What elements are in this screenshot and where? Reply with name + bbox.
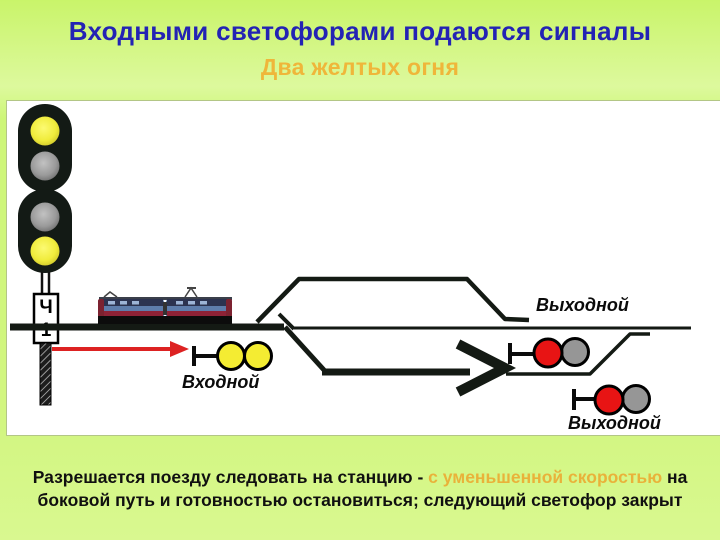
caption: Разрешается поезду следовать на станцию … <box>10 466 710 512</box>
page-subtitle: Два желтых огня <box>260 54 460 80</box>
caption-line2: боковой путь и готовностью остановиться;… <box>37 490 683 510</box>
page-title: Входными светофорами подаются сигналы <box>68 16 652 46</box>
exit-signal-side-label: Выходной <box>568 413 661 433</box>
caption-text-start: Разрешается поезду следовать на станцию … <box>32 467 429 487</box>
caption-highlight: с уменьшенной скоростью <box>428 467 663 487</box>
exit-signal-main-label: Выходной <box>536 295 629 315</box>
slide-header: Входными светофорами подаются сигналы Дв… <box>0 0 720 100</box>
diagram-panel <box>6 100 720 436</box>
entry-signal-label: Входной <box>182 372 260 392</box>
caption-text-end: на <box>662 467 688 487</box>
caption-line1: Разрешается поезду следовать на станцию … <box>10 466 710 489</box>
